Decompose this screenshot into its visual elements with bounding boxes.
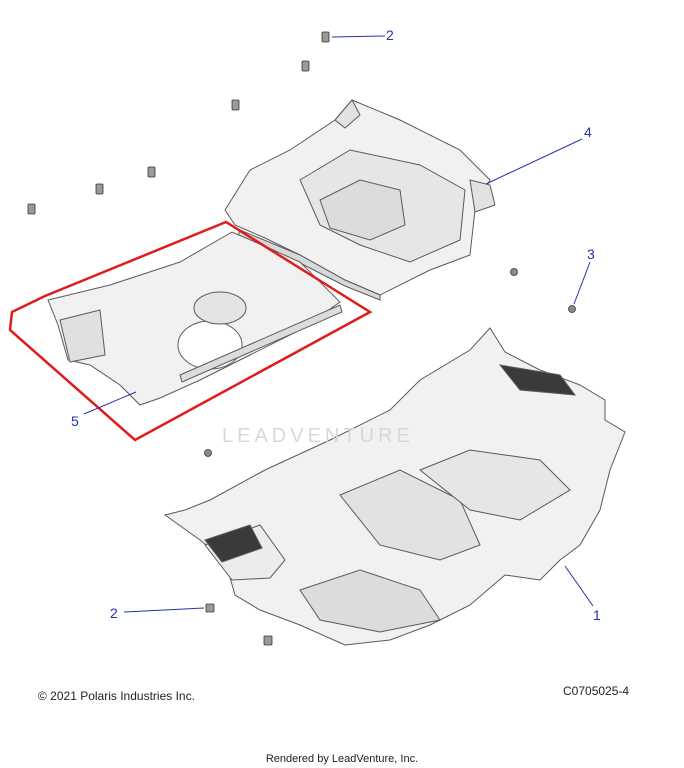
part-5-highlight-outline bbox=[8, 220, 373, 442]
diagram-code: C0705025-4 bbox=[563, 684, 630, 698]
callout-5[interactable]: 5 bbox=[71, 413, 79, 429]
part-2-clips[interactable] bbox=[27, 31, 330, 646]
callout-3[interactable]: 3 bbox=[587, 246, 595, 262]
leader-lines bbox=[83, 35, 594, 613]
part-5-front-panel[interactable] bbox=[47, 231, 343, 406]
callout-2-top[interactable]: 2 bbox=[386, 27, 394, 43]
render-credit: Rendered by LeadVenture, Inc. bbox=[265, 753, 419, 765]
callout-1[interactable]: 1 bbox=[593, 607, 601, 623]
part-4-upper-tub[interactable] bbox=[224, 99, 496, 301]
watermark-text: LEADVENTURE bbox=[222, 425, 414, 447]
callout-4[interactable]: 4 bbox=[584, 124, 592, 140]
copyright-text: © 2021 Polaris Industries Inc. bbox=[38, 689, 195, 703]
part-1-main-floor[interactable] bbox=[163, 327, 626, 646]
callout-2-bottom[interactable]: 2 bbox=[110, 605, 118, 621]
part-3-screws[interactable] bbox=[204, 268, 576, 457]
